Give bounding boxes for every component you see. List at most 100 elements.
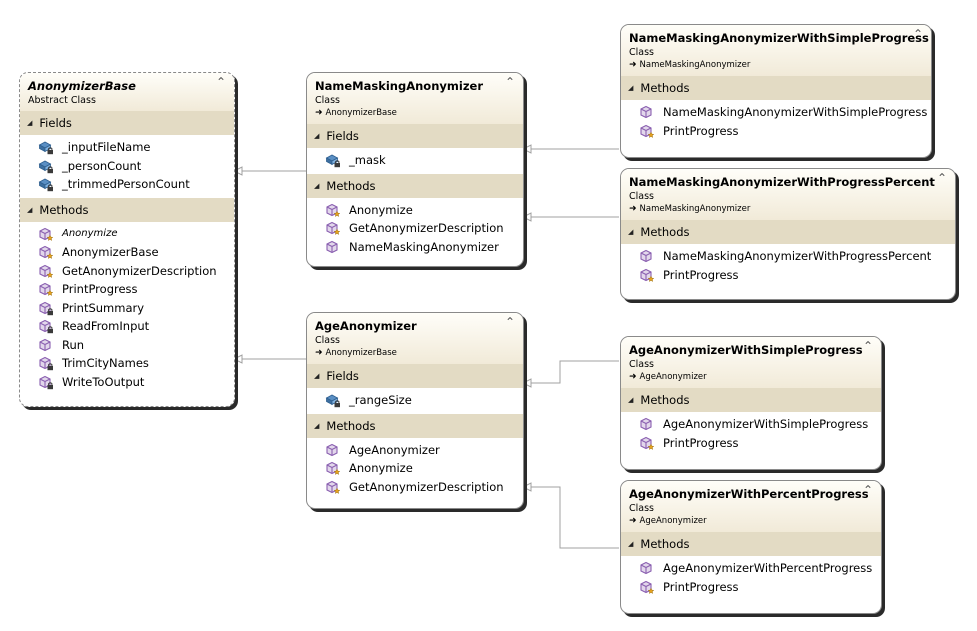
private-method-icon bbox=[38, 300, 54, 316]
class-box-namemasking-progresspercent[interactable]: NameMaskingAnonymizerWithProgressPercent… bbox=[620, 168, 956, 300]
class-header[interactable]: AgeAnonymizerWithSimpleProgress Class ➜A… bbox=[621, 337, 881, 388]
inherit-arrow-icon: ➜ bbox=[315, 108, 323, 118]
method-item[interactable]: NameMaskingAnonymizer bbox=[307, 238, 523, 257]
method-item[interactable]: PrintProgress bbox=[621, 266, 955, 285]
method-item[interactable]: Anonymize bbox=[20, 225, 234, 244]
field-item[interactable]: _inputFileName bbox=[20, 138, 234, 157]
method-item[interactable]: GetAnonymizerDescription bbox=[20, 262, 234, 281]
fields-section-header[interactable]: ◢ Fields bbox=[307, 364, 523, 388]
inherit-arrow-icon: ➜ bbox=[629, 372, 637, 382]
class-header[interactable]: AgeAnonymizer Class ➜AnonymizerBase ⌃ bbox=[307, 313, 523, 364]
collapse-icon[interactable]: ⌃ bbox=[215, 75, 226, 89]
field-item[interactable]: _trimmedPersonCount bbox=[20, 175, 234, 194]
triangle-down-icon[interactable]: ◢ bbox=[628, 84, 634, 92]
method-item[interactable]: TrimCityNames bbox=[20, 354, 234, 373]
methods-section-header[interactable]: ◢ Methods bbox=[621, 532, 881, 556]
method-item[interactable]: PrintSummary bbox=[20, 299, 234, 318]
triangle-down-icon[interactable]: ◢ bbox=[314, 372, 320, 380]
triangle-down-icon[interactable]: ◢ bbox=[27, 205, 33, 214]
method-label: AnonymizerBase bbox=[62, 245, 159, 260]
method-item[interactable]: PrintProgress bbox=[621, 122, 931, 141]
method-label: TrimCityNames bbox=[62, 356, 149, 371]
method-label: NameMaskingAnonymizerWithProgressPercent bbox=[663, 249, 932, 264]
arrowhead-base-2 bbox=[232, 354, 243, 364]
method-item[interactable]: Run bbox=[20, 336, 234, 355]
method-label: AgeAnonymizerWithPercentProgress bbox=[663, 561, 873, 576]
class-parent: ➜AgeAnonymizer bbox=[629, 371, 871, 384]
methods-list: AgeAnonymizer Anonymize GetAnonymizerDes… bbox=[307, 438, 523, 501]
class-header[interactable]: AnonymizerBase Abstract Class ⌃ bbox=[20, 73, 234, 111]
collapse-icon[interactable]: ⌃ bbox=[504, 315, 515, 329]
method-item[interactable]: PrintProgress bbox=[621, 578, 881, 597]
class-box-ageanonymizer[interactable]: AgeAnonymizer Class ➜AnonymizerBase ⌃ ◢ … bbox=[306, 312, 524, 509]
class-header[interactable]: NameMaskingAnonymizerWithProgressPercent… bbox=[621, 169, 955, 220]
method-item[interactable]: NameMaskingAnonymizerWithProgressPercent bbox=[621, 247, 955, 266]
method-item[interactable]: AgeAnonymizerWithPercentProgress bbox=[621, 559, 881, 578]
triangle-down-icon[interactable]: ◢ bbox=[628, 396, 634, 404]
triangle-down-icon[interactable]: ◢ bbox=[628, 228, 634, 236]
private-field-icon bbox=[38, 176, 54, 192]
method-item[interactable]: Anonymize bbox=[307, 459, 523, 478]
method-item[interactable]: WriteToOutput bbox=[20, 373, 234, 392]
method-item[interactable]: GetAnonymizerDescription bbox=[307, 478, 523, 497]
method-label: Run bbox=[62, 337, 85, 352]
method-label: PrintProgress bbox=[663, 579, 739, 594]
protected-method-icon bbox=[639, 435, 655, 451]
class-box-namemaskinganonymizer[interactable]: NameMaskingAnonymizer Class ➜AnonymizerB… bbox=[306, 72, 524, 267]
class-box-age-simpleprogress[interactable]: AgeAnonymizerWithSimpleProgress Class ➜A… bbox=[620, 336, 882, 470]
method-item[interactable]: Anonymize bbox=[307, 201, 523, 220]
triangle-down-icon[interactable]: ◢ bbox=[628, 540, 634, 548]
class-name: AgeAnonymizer bbox=[315, 319, 417, 333]
method-item[interactable]: AgeAnonymizerWithSimpleProgress bbox=[621, 415, 881, 434]
parent-label: NameMaskingAnonymizer bbox=[639, 60, 751, 70]
section-label: Methods bbox=[640, 393, 690, 407]
class-kind: Class bbox=[629, 191, 654, 202]
methods-list: Anonymize AnonymizerBase GetAnonymizerDe… bbox=[20, 222, 234, 396]
class-header[interactable]: AgeAnonymizerWithPercentProgress Class ➜… bbox=[621, 481, 881, 532]
method-item[interactable]: AgeAnonymizer bbox=[307, 441, 523, 460]
method-item[interactable]: ReadFromInput bbox=[20, 317, 234, 336]
class-header[interactable]: NameMaskingAnonymizerWithSimpleProgress … bbox=[621, 25, 931, 76]
method-item[interactable]: GetAnonymizerDescription bbox=[307, 219, 523, 238]
connector-agepercent-to-age bbox=[523, 486, 619, 549]
method-label: GetAnonymizerDescription bbox=[62, 263, 217, 278]
class-box-namemasking-simpleprogress[interactable]: NameMaskingAnonymizerWithSimpleProgress … bbox=[620, 24, 932, 158]
inherit-arrow-icon: ➜ bbox=[629, 516, 637, 526]
field-label: _inputFileName bbox=[62, 140, 151, 155]
methods-section-header[interactable]: ◢ Methods bbox=[20, 197, 234, 222]
collapse-icon[interactable]: ⌃ bbox=[504, 75, 515, 89]
method-item[interactable]: PrintProgress bbox=[621, 434, 881, 453]
methods-section-header[interactable]: ◢ Methods bbox=[621, 220, 955, 244]
class-header[interactable]: NameMaskingAnonymizer Class ➜AnonymizerB… bbox=[307, 73, 523, 124]
arrowhead-base-1 bbox=[232, 166, 243, 176]
class-box-anonymizerbase[interactable]: AnonymizerBase Abstract Class ⌃ ◢ Fields… bbox=[19, 72, 235, 407]
triangle-down-icon[interactable]: ◢ bbox=[314, 421, 320, 430]
protected-method-icon bbox=[639, 579, 655, 595]
methods-list: AgeAnonymizerWithSimpleProgress PrintPro… bbox=[621, 412, 881, 456]
triangle-down-icon[interactable]: ◢ bbox=[314, 181, 320, 190]
field-item[interactable]: _rangeSize bbox=[307, 391, 523, 410]
field-item[interactable]: _mask bbox=[307, 151, 523, 170]
public-method-icon bbox=[639, 248, 655, 264]
collapse-icon[interactable]: ⌃ bbox=[936, 171, 947, 185]
method-item[interactable]: AnonymizerBase bbox=[20, 243, 234, 262]
fields-section-header[interactable]: ◢ Fields bbox=[20, 111, 234, 135]
methods-section-header[interactable]: ◢ Methods bbox=[307, 173, 523, 198]
section-label: Methods bbox=[326, 418, 376, 433]
collapse-icon[interactable]: ⌃ bbox=[862, 483, 873, 497]
section-label: Methods bbox=[640, 225, 690, 239]
section-label: Methods bbox=[640, 537, 690, 551]
collapse-icon[interactable]: ⌃ bbox=[912, 27, 923, 41]
method-item[interactable]: NameMaskingAnonymizerWithSimpleProgress bbox=[621, 103, 931, 122]
methods-section-header[interactable]: ◢ Methods bbox=[621, 76, 931, 100]
triangle-down-icon[interactable]: ◢ bbox=[314, 132, 320, 140]
fields-section-header[interactable]: ◢ Fields bbox=[307, 124, 523, 148]
protected-method-icon bbox=[639, 123, 655, 139]
method-item[interactable]: PrintProgress bbox=[20, 280, 234, 299]
triangle-down-icon[interactable]: ◢ bbox=[27, 119, 33, 127]
collapse-icon[interactable]: ⌃ bbox=[862, 339, 873, 353]
field-item[interactable]: _personCount bbox=[20, 157, 234, 176]
methods-section-header[interactable]: ◢ Methods bbox=[621, 388, 881, 412]
class-box-age-percentprogress[interactable]: AgeAnonymizerWithPercentProgress Class ➜… bbox=[620, 480, 882, 614]
methods-section-header[interactable]: ◢ Methods bbox=[307, 413, 523, 438]
